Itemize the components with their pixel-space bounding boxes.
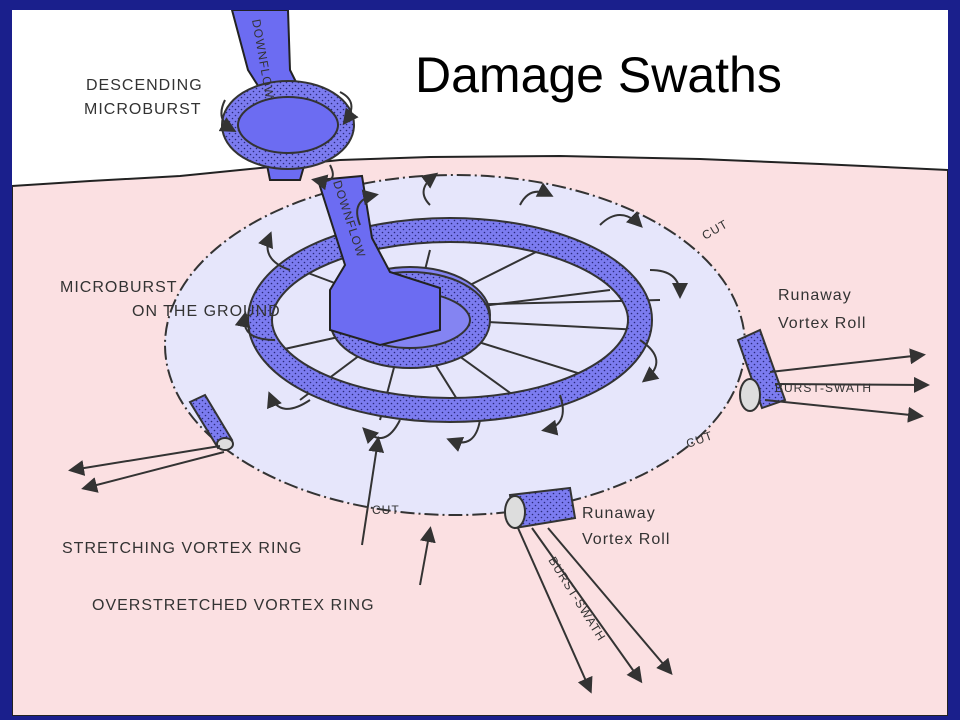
burst-swath-arrows xyxy=(68,348,930,694)
label-microburst-ground-2: ON THE GROUND xyxy=(132,303,281,320)
runaway-vortex-roll-left xyxy=(188,393,234,451)
label-overstretched-vortex-ring: OVERSTRETCHED VORTEX RING xyxy=(92,597,375,614)
label-runaway-bottom-2: Vortex Roll xyxy=(582,531,670,548)
label-burst-swath-right: BURST-SWATH xyxy=(775,381,872,395)
curl-arrows xyxy=(218,91,688,452)
label-stretching-vortex-ring: STRETCHING VORTEX RING xyxy=(62,540,302,557)
label-runaway-right-1: Runaway xyxy=(778,287,852,304)
label-cut-3: CUT xyxy=(372,503,400,517)
slide-frame: Damage Swaths DESCENDING MICROBURST DOWN… xyxy=(12,10,948,716)
runaway-vortex-roll-right xyxy=(736,328,787,412)
stretching-vortex-ring xyxy=(249,219,651,421)
slide-title: Damage Swaths xyxy=(415,47,782,103)
label-microburst: MICROBURST xyxy=(84,101,202,118)
label-runaway-bottom-1: Runaway xyxy=(582,505,656,522)
label-descending: DESCENDING xyxy=(86,77,203,94)
label-microburst-ground-1: MICROBURST xyxy=(60,279,178,296)
microburst-diagram: Damage Swaths DESCENDING MICROBURST DOWN… xyxy=(12,10,948,716)
runaway-vortex-roll-bottom xyxy=(504,486,577,530)
label-pointer-lines xyxy=(361,436,436,586)
label-runaway-right-2: Vortex Roll xyxy=(778,315,866,332)
main-downflow-column xyxy=(316,174,441,347)
